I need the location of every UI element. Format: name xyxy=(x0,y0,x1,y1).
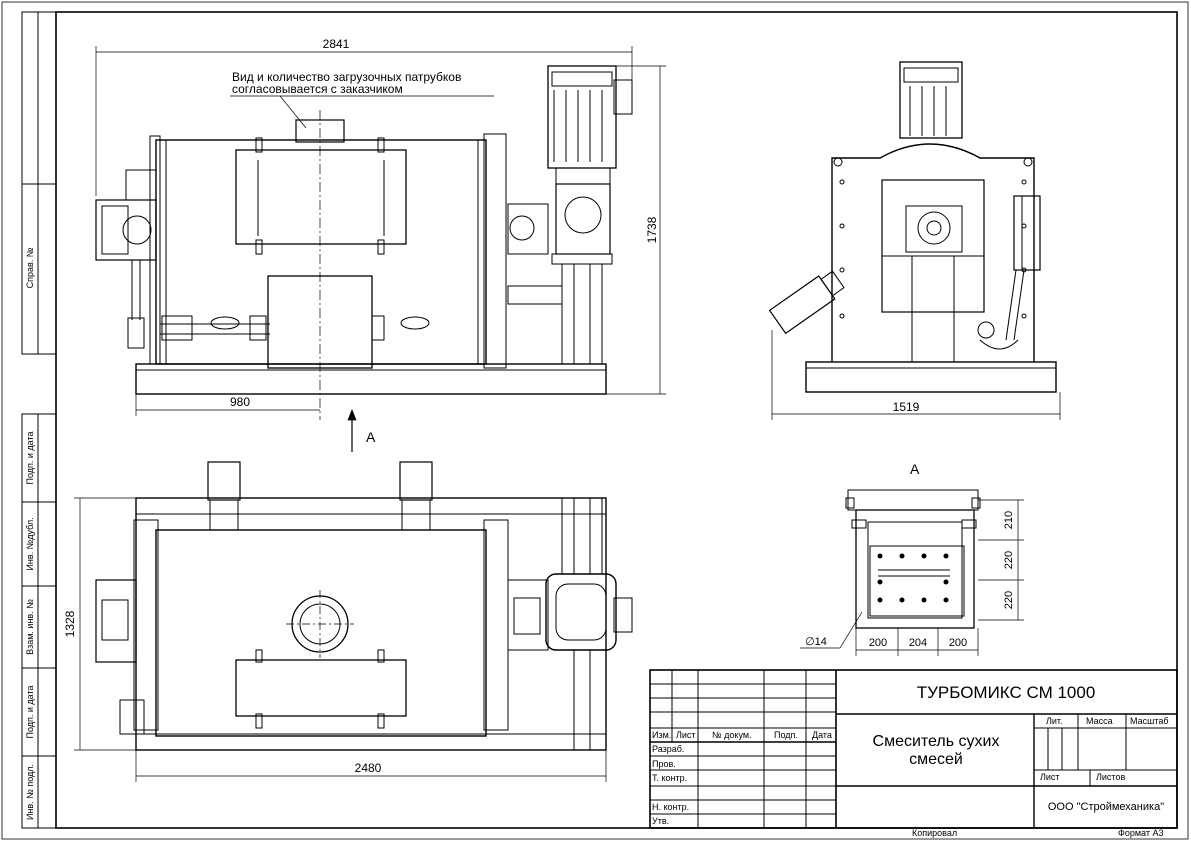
view-a-flange xyxy=(845,489,981,629)
mass-label: Масса xyxy=(1086,716,1113,726)
left-strip-texts: Справ. № Подп. и дата Инв. №дубл. Взам. … xyxy=(25,247,35,820)
dim-plan-depth: 1328 xyxy=(63,610,77,637)
left-strip-bottom xyxy=(21,413,57,829)
view-arrow-label: А xyxy=(366,429,376,445)
left-strip-top xyxy=(21,11,57,355)
developed-label: Разраб. xyxy=(652,744,684,754)
checked-label: Пров. xyxy=(652,759,676,769)
list-label: Лист xyxy=(676,730,696,740)
plan-view xyxy=(95,461,633,751)
front-view xyxy=(95,65,633,420)
dim-flange-y2: 220 xyxy=(1003,551,1015,569)
inv-podl-label: Инв. № подл. xyxy=(25,764,35,820)
view-a-title: А xyxy=(910,461,920,477)
approved-label: Утв. xyxy=(652,816,669,826)
format-label: Формат А3 xyxy=(1118,828,1163,838)
sheets-label: Листов xyxy=(1096,772,1125,782)
title-block-texts: ТУРБОМИКС СМ 1000 Смеситель сухих смесей… xyxy=(652,683,1169,838)
copied-label: Копировал xyxy=(912,828,957,838)
podp-date-label-2: Подп. и дата xyxy=(25,685,35,738)
inlet-note-line2: согласовывается с заказчиком xyxy=(232,82,403,96)
notes-texts: Вид и количество загрузочных патрубков с… xyxy=(232,70,920,477)
drawing-name-line1: Смеситель сухих xyxy=(873,733,1000,750)
dimension-texts: 2841 1738 980 1519 1328 2480 ∅14 200 204… xyxy=(63,37,1015,775)
dim-side-width: 1519 xyxy=(893,400,920,414)
dim-flange-holes: ∅14 xyxy=(805,636,827,648)
izm-label: Изм. xyxy=(652,730,671,740)
dim-flange-x1: 200 xyxy=(869,637,887,649)
norm-control-label: Н. контр. xyxy=(652,802,689,812)
dimension-lines xyxy=(74,46,1061,782)
title-block xyxy=(649,669,1178,829)
date-label: Дата xyxy=(812,730,832,740)
dim-flange-y3: 220 xyxy=(1003,591,1015,609)
sheet-label: Лист xyxy=(1040,772,1060,782)
tech-control-label: Т. контр. xyxy=(652,773,687,783)
dim-height: 1738 xyxy=(645,216,659,243)
sign-label: Подп. xyxy=(774,730,798,740)
sprav-label: Справ. № xyxy=(25,247,35,288)
side-view xyxy=(768,61,1057,393)
dim-offset: 980 xyxy=(230,395,250,409)
podp-date-label-1: Подп. и дата xyxy=(25,431,35,484)
doc-no-label: № докум. xyxy=(712,730,752,740)
inv-dubl-label: Инв. №дубл. xyxy=(25,517,35,570)
product-title: ТУРБОМИКС СМ 1000 xyxy=(917,683,1096,702)
dim-plan-length: 2480 xyxy=(355,761,382,775)
company-name: ООО "Строймеханика" xyxy=(1048,801,1164,813)
dim-flange-x2: 204 xyxy=(909,637,927,649)
dim-flange-x3: 200 xyxy=(949,637,967,649)
inlet-note-line1: Вид и количество загрузочных патрубков xyxy=(232,70,461,84)
vzam-inv-label: Взам. инв. № xyxy=(25,599,35,655)
lit-label: Лит. xyxy=(1046,716,1063,726)
dim-flange-y1: 210 xyxy=(1003,511,1015,529)
scale-label: Масштаб xyxy=(1130,716,1169,726)
drawing-name-line2: смесей xyxy=(909,751,963,768)
dim-overall-length: 2841 xyxy=(323,37,350,51)
